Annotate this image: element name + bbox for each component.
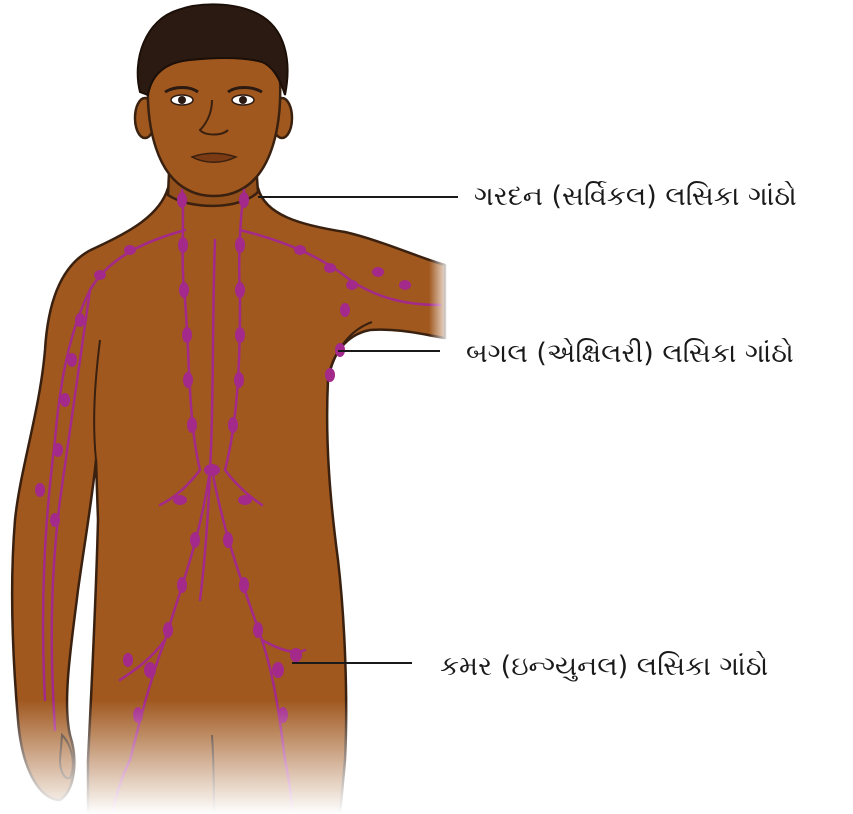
label-inguinal-lymph-nodes: કમર (ઇન્ગ્યુનલ) લસિકા ગાંઠો [440,653,768,680]
arm-fade [300,220,450,360]
label-axillary-lymph-nodes: બગલ (એક્ષિલરી) લસિકા ગાંઠો [466,340,794,367]
label-cervical-lymph-nodes: ગરદન (સર્વિકલ) લસિકા ગાંઠો [474,183,797,210]
bottom-fade [0,0,460,814]
